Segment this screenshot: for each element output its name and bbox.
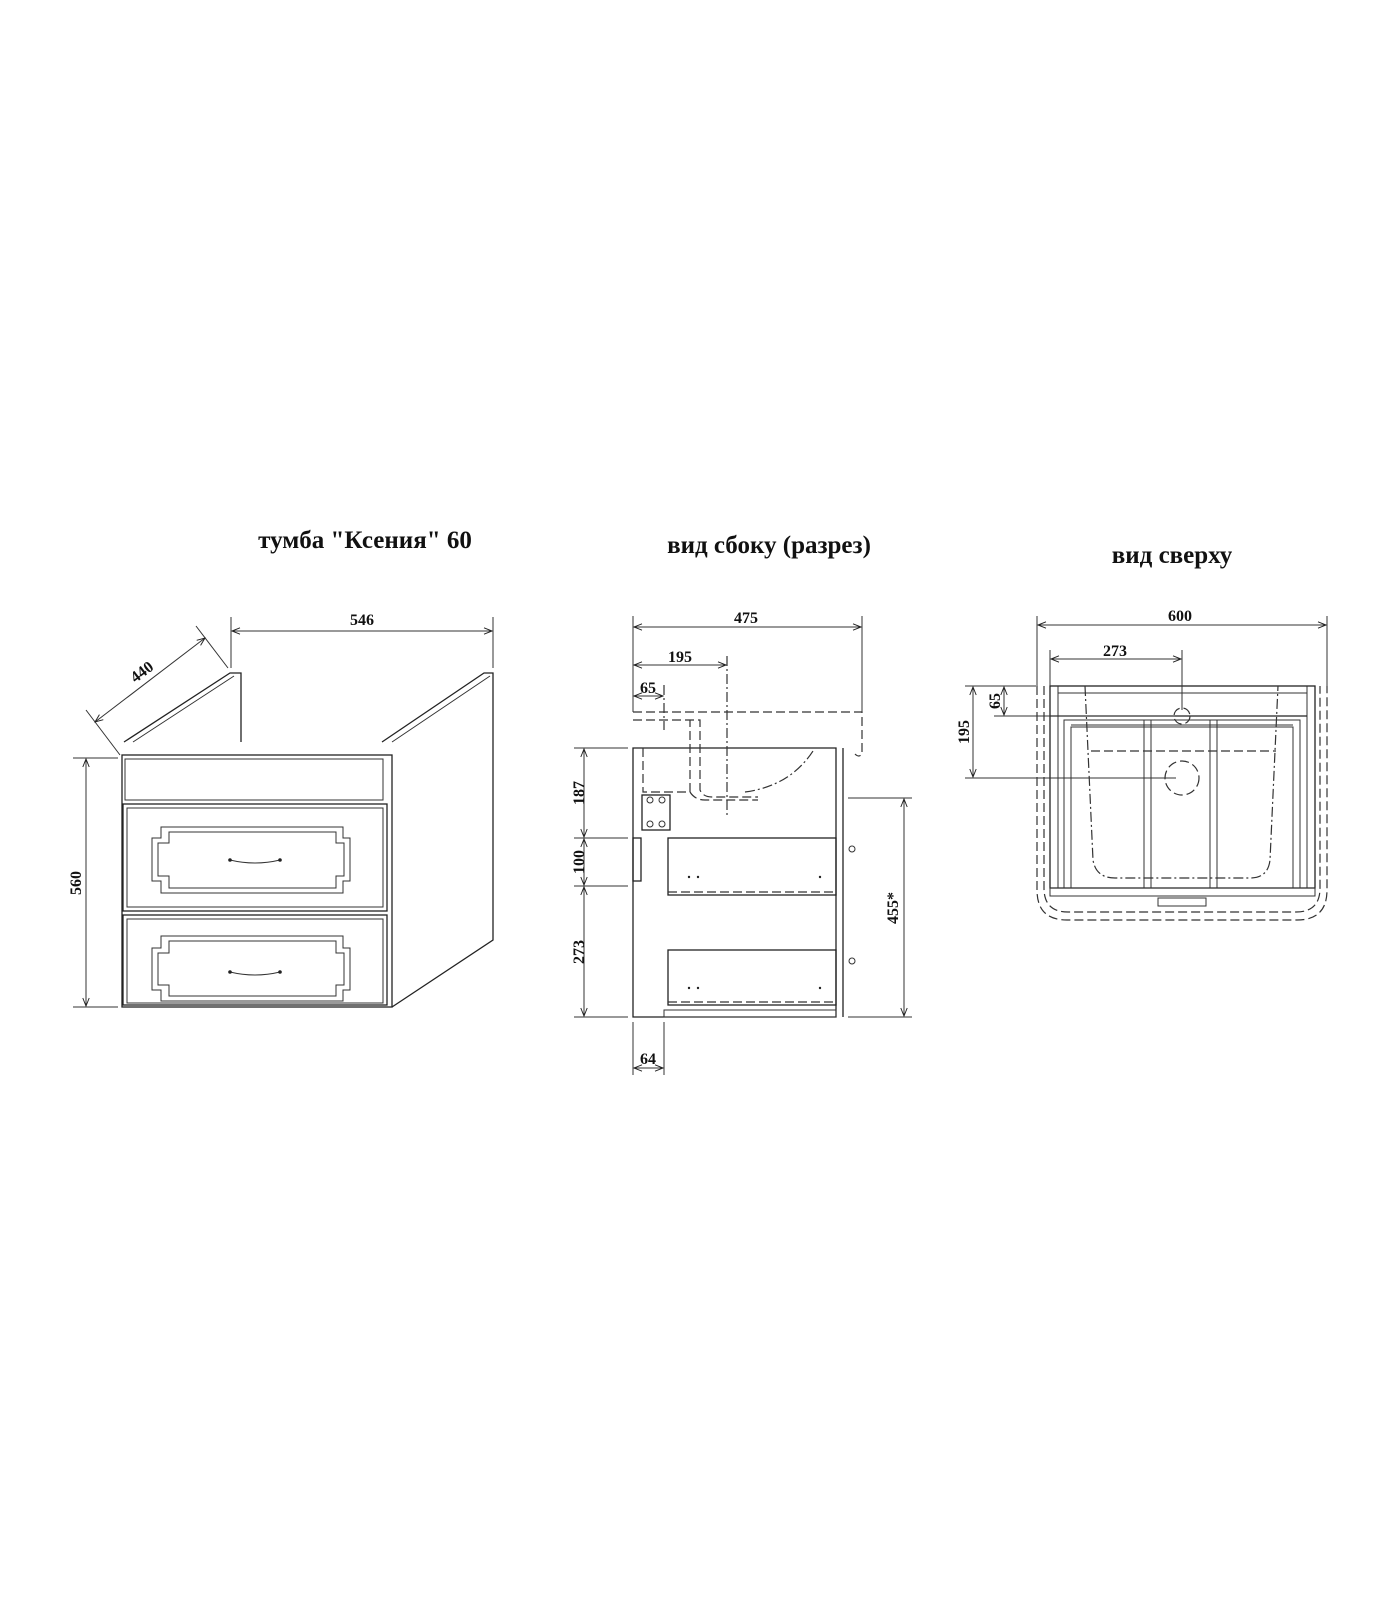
drawer-handle-icon [229,859,281,864]
dim-offset-65: 65 [987,693,1004,709]
top-view-drawing: 600 273 65 195 [956,608,1328,921]
dim-187: 187 [571,781,588,805]
dim-width-546: 546 [350,612,374,629]
dim-drain-195: 195 [668,649,692,666]
faucet-hole-icon [1173,707,1191,725]
dim-drain-195: 195 [956,720,973,744]
title-side-view: вид сбоку (разрез) [667,532,871,559]
dim-depth-475: 475 [734,610,758,627]
dim-height-560: 560 [68,871,85,895]
dim-depth-440: 440 [128,658,157,686]
dim-455: 455* [885,892,902,924]
dim-64: 64 [640,1051,656,1068]
title-front-view: тумба "Ксения" 60 [258,527,472,554]
dim-100: 100 [571,850,588,874]
dim-drain-273: 273 [1103,643,1127,660]
front-view-drawing: 546 440 560 [68,612,494,1008]
knob-icon [848,957,856,965]
dim-offset-65: 65 [640,680,656,697]
knob-icon [848,845,856,853]
drawer-handle-icon [229,971,281,976]
side-view-drawing: 475 195 65 187 100 273 455* 64 [571,610,912,1075]
title-top-view: вид сверху [1112,542,1233,569]
handle-icon [1157,897,1207,907]
dim-width-600: 600 [1168,608,1192,625]
dim-273: 273 [571,940,588,964]
